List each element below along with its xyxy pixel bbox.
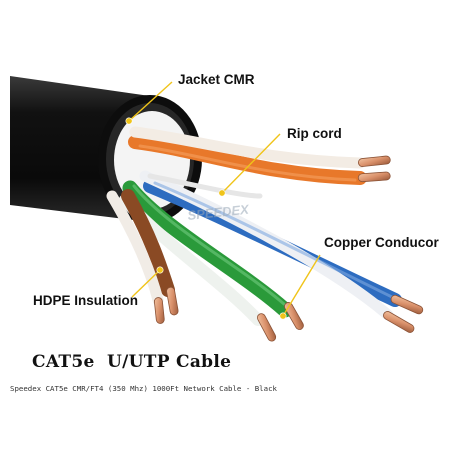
wire-pairs [106, 126, 402, 326]
watermark: SPEEDEX [187, 202, 251, 223]
callout-lines [128, 81, 321, 317]
jacket-label: Jacket CMR [178, 72, 255, 87]
copper-conductor-label: Copper Conducor [324, 235, 439, 250]
hdpe-insulation-label: HDPE Insulation [33, 293, 139, 308]
rip-cord [147, 173, 263, 199]
brown-white-wire [106, 190, 164, 306]
rip-cord-label: Rip cord [287, 126, 342, 141]
orange-wire [128, 135, 367, 185]
callout-dots [125, 117, 287, 320]
copper-conductors [153, 155, 424, 342]
product-caption: Speedex CAT5e CMR/FT4 (350 Mhz) 1000Ft N… [10, 384, 277, 393]
green-wire [122, 180, 293, 318]
brown-wire [121, 189, 175, 297]
cable-title: CAT5e U/UTP Cable [32, 352, 232, 372]
orange-white-wire [129, 126, 366, 169]
